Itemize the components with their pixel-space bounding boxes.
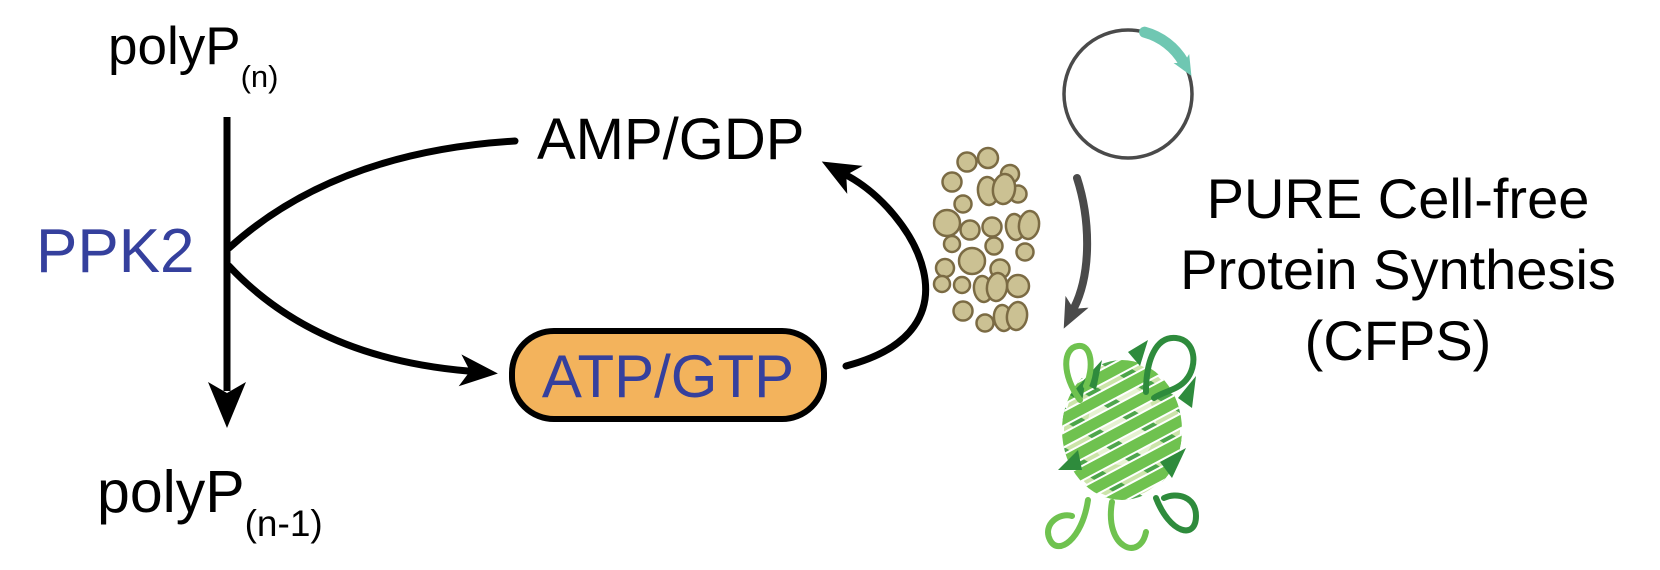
nucleotide-recycle-arrow — [821, 161, 930, 370]
substrate-label: polyP(n) — [108, 17, 278, 94]
gfp-loop-top-left — [1063, 343, 1094, 403]
regenerated-nucleotides-label: ATP/GTP — [542, 343, 794, 410]
ribosomes-icon — [932, 146, 1041, 333]
ribosome-blob — [972, 271, 1009, 304]
plasmid-icon — [1062, 26, 1194, 160]
ribosome-blob — [976, 172, 1017, 207]
ribosome-blob — [992, 300, 1029, 333]
spent-nucleotides-label: AMP/GDP — [537, 107, 805, 172]
ribosome-blob — [1004, 209, 1041, 242]
cfps-caption-line-3: (CFPS) — [1305, 309, 1492, 372]
atp-gtp-box: ATP/GTP — [509, 328, 827, 422]
cfps-caption-line-2: Protein Synthesis — [1180, 238, 1616, 301]
cfps-caption-line-1: PURE Cell-free — [1207, 167, 1590, 230]
atp-gtp-out-arrow — [225, 262, 498, 387]
cfps-caption: PURE Cell-free Protein Synthesis (CFPS) — [1180, 167, 1616, 372]
product-label: polyP(n-1) — [97, 459, 323, 544]
gfp-loop-bottom-left — [1045, 497, 1091, 549]
gfp-loop-bottom-right — [1153, 492, 1200, 534]
gfp-loop-top-right — [1143, 334, 1197, 401]
amp-gdp-in-curve — [225, 137, 519, 252]
gfp-protein-icon — [1045, 334, 1200, 551]
enzyme-label: PPK2 — [36, 217, 195, 286]
gfp-loop-bottom-middle — [1107, 499, 1149, 551]
insert-arrow — [1139, 26, 1192, 76]
expression-arrow — [1063, 174, 1092, 329]
